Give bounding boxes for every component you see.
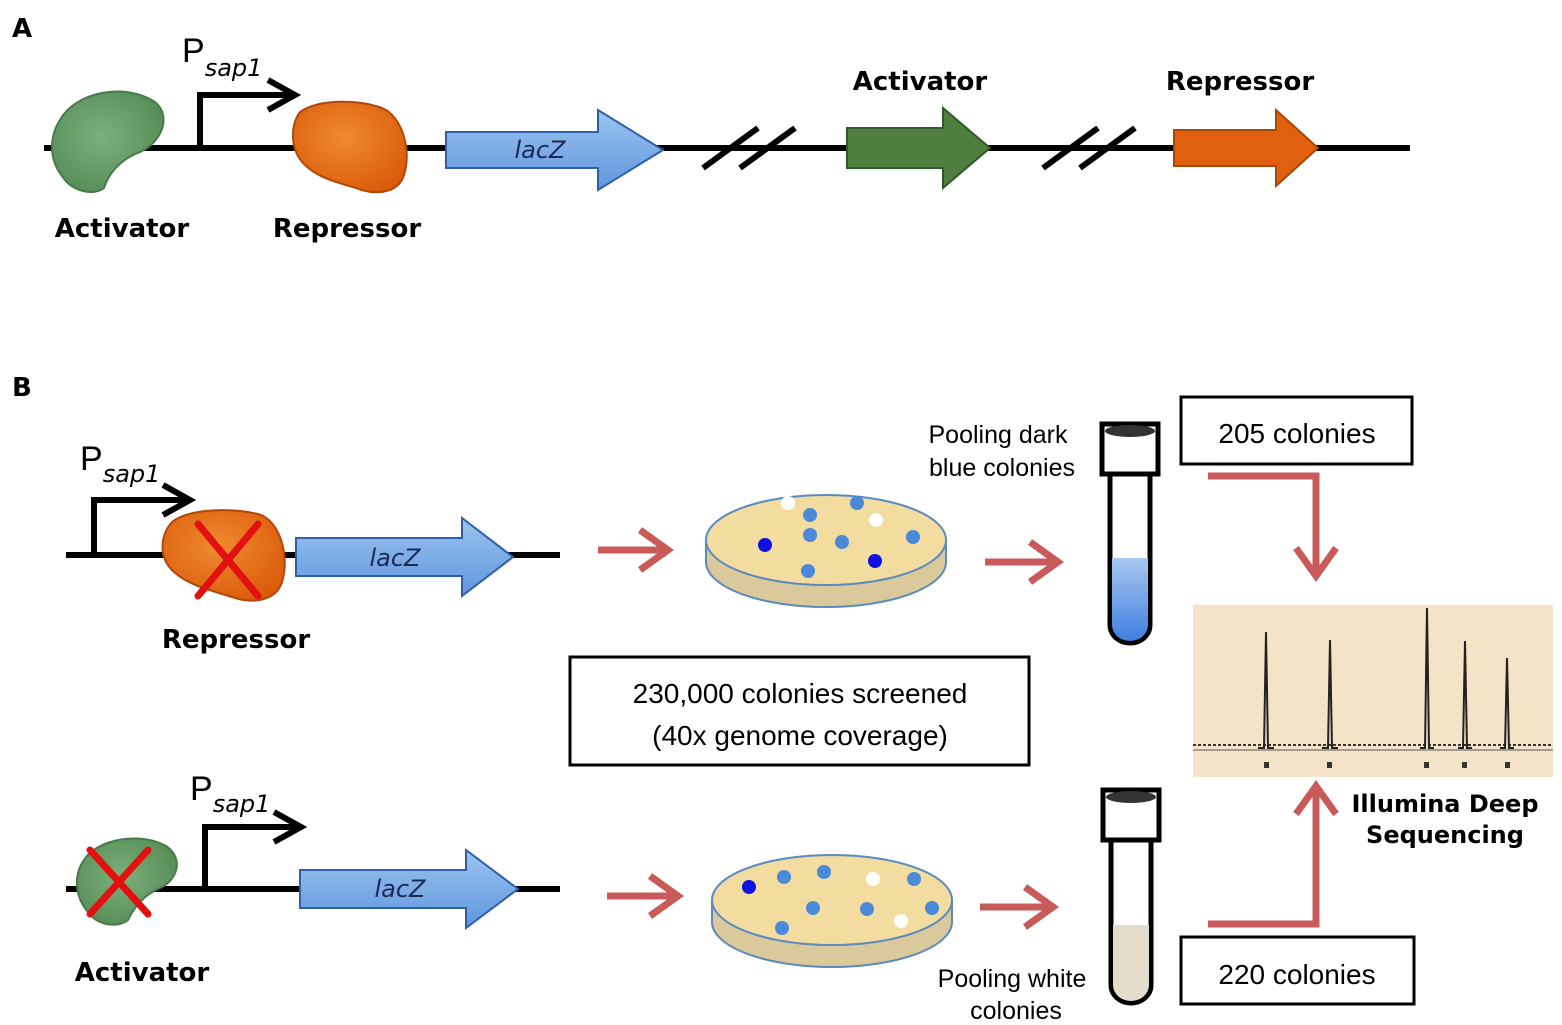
panel-a-repressor-label: Repressor <box>273 214 422 244</box>
top-flow-arrow-1 <box>598 527 675 573</box>
pooling-white-line1: Pooling white <box>938 965 1087 993</box>
bottom-flow-arrow-2 <box>980 884 1060 930</box>
pooling-blue-line2: blue colonies <box>929 454 1075 482</box>
bottom-to-sequencing-arrow <box>1208 779 1339 928</box>
panel-a-activator-gene-label: Activator <box>853 67 988 97</box>
top-knockout-x-icon <box>194 520 262 600</box>
panel-a-repressor-gene <box>1173 107 1320 189</box>
top-to-sequencing-arrow <box>1208 472 1339 583</box>
panel-a-promoter-label: Psap1 <box>182 32 262 82</box>
bottom-plate-colonies <box>742 865 939 935</box>
panel-a-repressor-protein <box>292 100 408 194</box>
sequencing-trace <box>1193 605 1553 777</box>
top-repressor-label: Repressor <box>162 625 311 655</box>
panel-b-letter: B <box>12 373 32 403</box>
panel-a-activator-protein <box>51 90 165 193</box>
white-pooled-tube <box>1100 787 1162 1006</box>
blue-pooled-tube <box>1099 421 1161 646</box>
bottom-count-label: 220 colonies <box>1218 959 1375 990</box>
top-petri-plate <box>705 494 947 608</box>
panel-a-promoter-arrow <box>197 77 302 150</box>
panel-a-letter: A <box>12 14 32 44</box>
panel-a-lacz-arrow <box>445 108 665 192</box>
panel-a-break-marks-1 <box>701 125 797 171</box>
bottom-count-box <box>1179 935 1416 1006</box>
panel-a-repressor-gene-label: Repressor <box>1166 67 1315 97</box>
panel-a-lacz-label: lacZ <box>514 136 566 164</box>
panel-a-break-marks-2 <box>1041 125 1137 171</box>
top-lacz-label: lacZ <box>369 544 421 572</box>
top-flow-arrow-2 <box>985 539 1065 585</box>
bottom-knockout-x-icon <box>86 846 152 918</box>
sequencing-line1: Illumina Deep <box>1352 790 1539 818</box>
panel-a-activator-gene <box>846 105 992 191</box>
screen-box <box>568 655 1031 767</box>
panel-a-activator-label: Activator <box>55 214 190 244</box>
bottom-activator-label: Activator <box>75 958 210 988</box>
bottom-promoter-arrow <box>202 809 308 889</box>
top-plate-colonies <box>758 496 920 578</box>
bottom-petri-plate <box>711 854 953 968</box>
top-count-box <box>1179 395 1414 466</box>
top-lacz-arrow <box>295 515 515 599</box>
top-promoter-arrow <box>91 482 197 557</box>
screen-line2: (40x genome coverage) <box>652 720 948 751</box>
pooling-blue-line1: Pooling dark <box>929 421 1068 449</box>
bottom-flow-arrow-1 <box>607 873 685 919</box>
top-promoter-label: Psap1 <box>80 440 160 488</box>
bottom-lacz-label: lacZ <box>374 875 426 903</box>
screen-line1: 230,000 colonies screened <box>633 678 968 709</box>
bottom-lacz-arrow <box>299 848 520 930</box>
top-count-label: 205 colonies <box>1218 418 1375 449</box>
sequencing-line2: Sequencing <box>1366 821 1524 849</box>
pooling-white-line2: colonies <box>970 997 1062 1025</box>
bottom-promoter-label: Psap1 <box>190 770 270 818</box>
